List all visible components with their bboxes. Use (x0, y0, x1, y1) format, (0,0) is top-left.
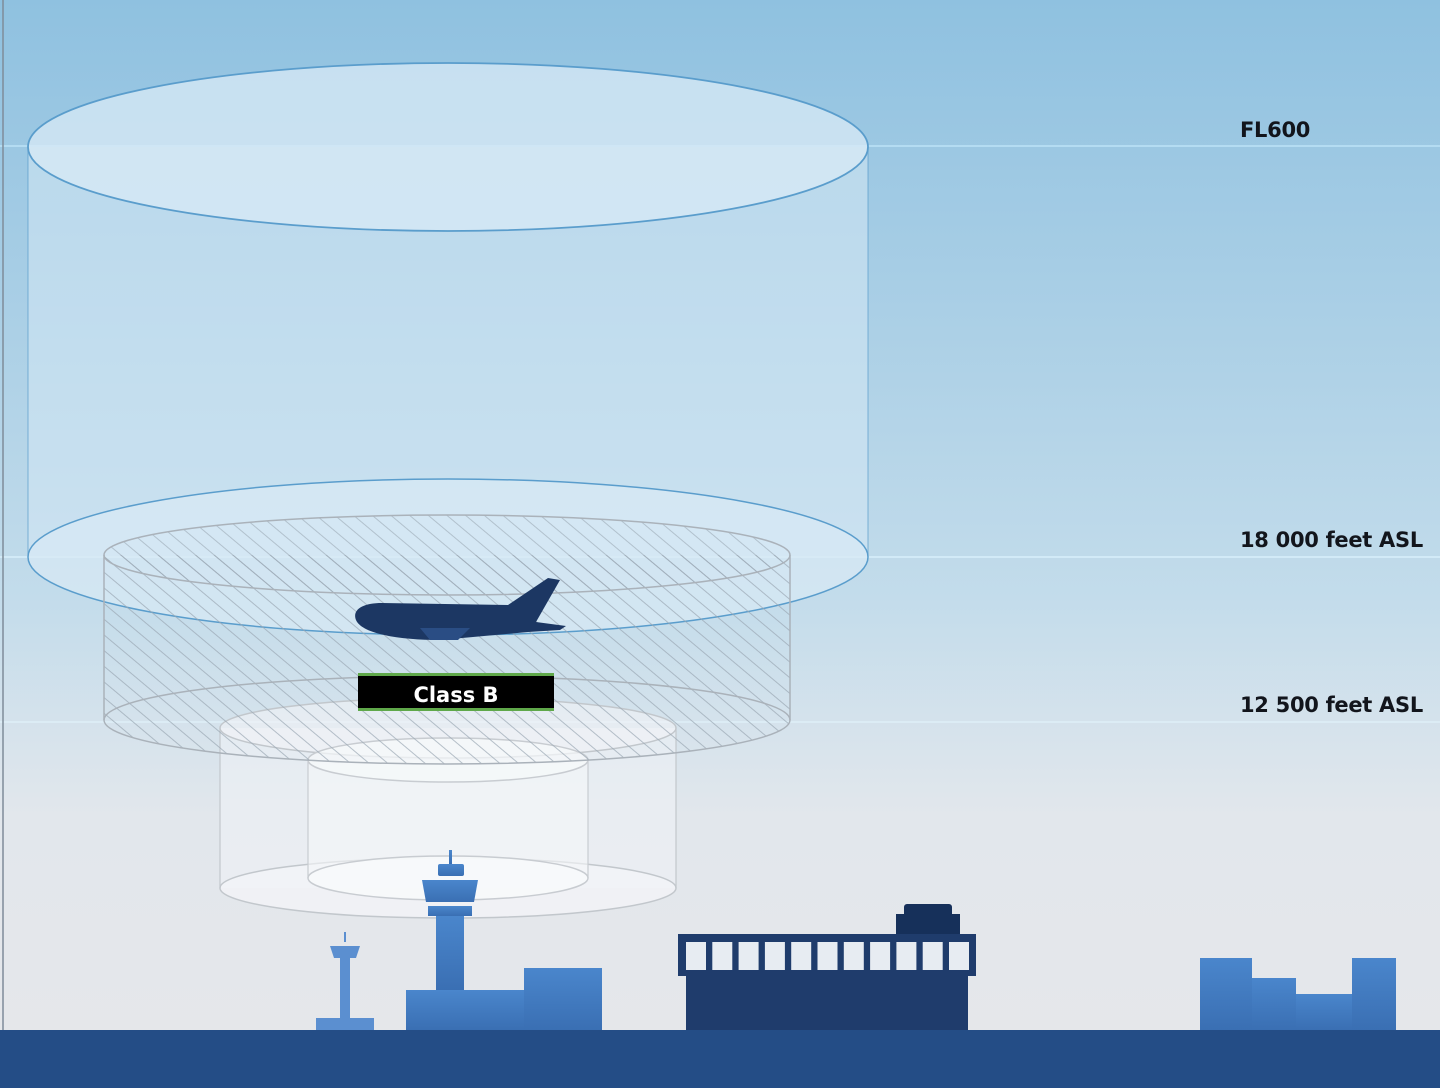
ft-18000-label: 18 000 feet ASL (1240, 528, 1423, 552)
hangar-windows (686, 942, 969, 970)
hangar-window (870, 942, 891, 970)
terminal-building-icon (406, 968, 602, 1030)
ft-12500-label: 12 500 feet ASL (1240, 693, 1423, 717)
small-control-tower-icon (316, 932, 374, 1030)
control-tower-icon (422, 850, 478, 990)
airspace-class-label: Class B (358, 673, 554, 711)
hangar-window (922, 942, 943, 970)
hangar-window (843, 942, 864, 970)
ground (0, 1030, 1440, 1088)
fl600-label: FL600 (1240, 118, 1311, 142)
class-b-airspace-cylinder (103, 514, 791, 765)
airliner-icon (355, 578, 566, 640)
hangar-window (949, 942, 969, 970)
hangar-window (712, 942, 733, 970)
hangar-window (764, 942, 785, 970)
hangar-window (817, 942, 838, 970)
hangar-window (896, 942, 917, 970)
hangar-window (791, 942, 812, 970)
hangar-window (686, 942, 706, 970)
hangar-window (738, 942, 759, 970)
office-building-icon (1200, 958, 1396, 1030)
